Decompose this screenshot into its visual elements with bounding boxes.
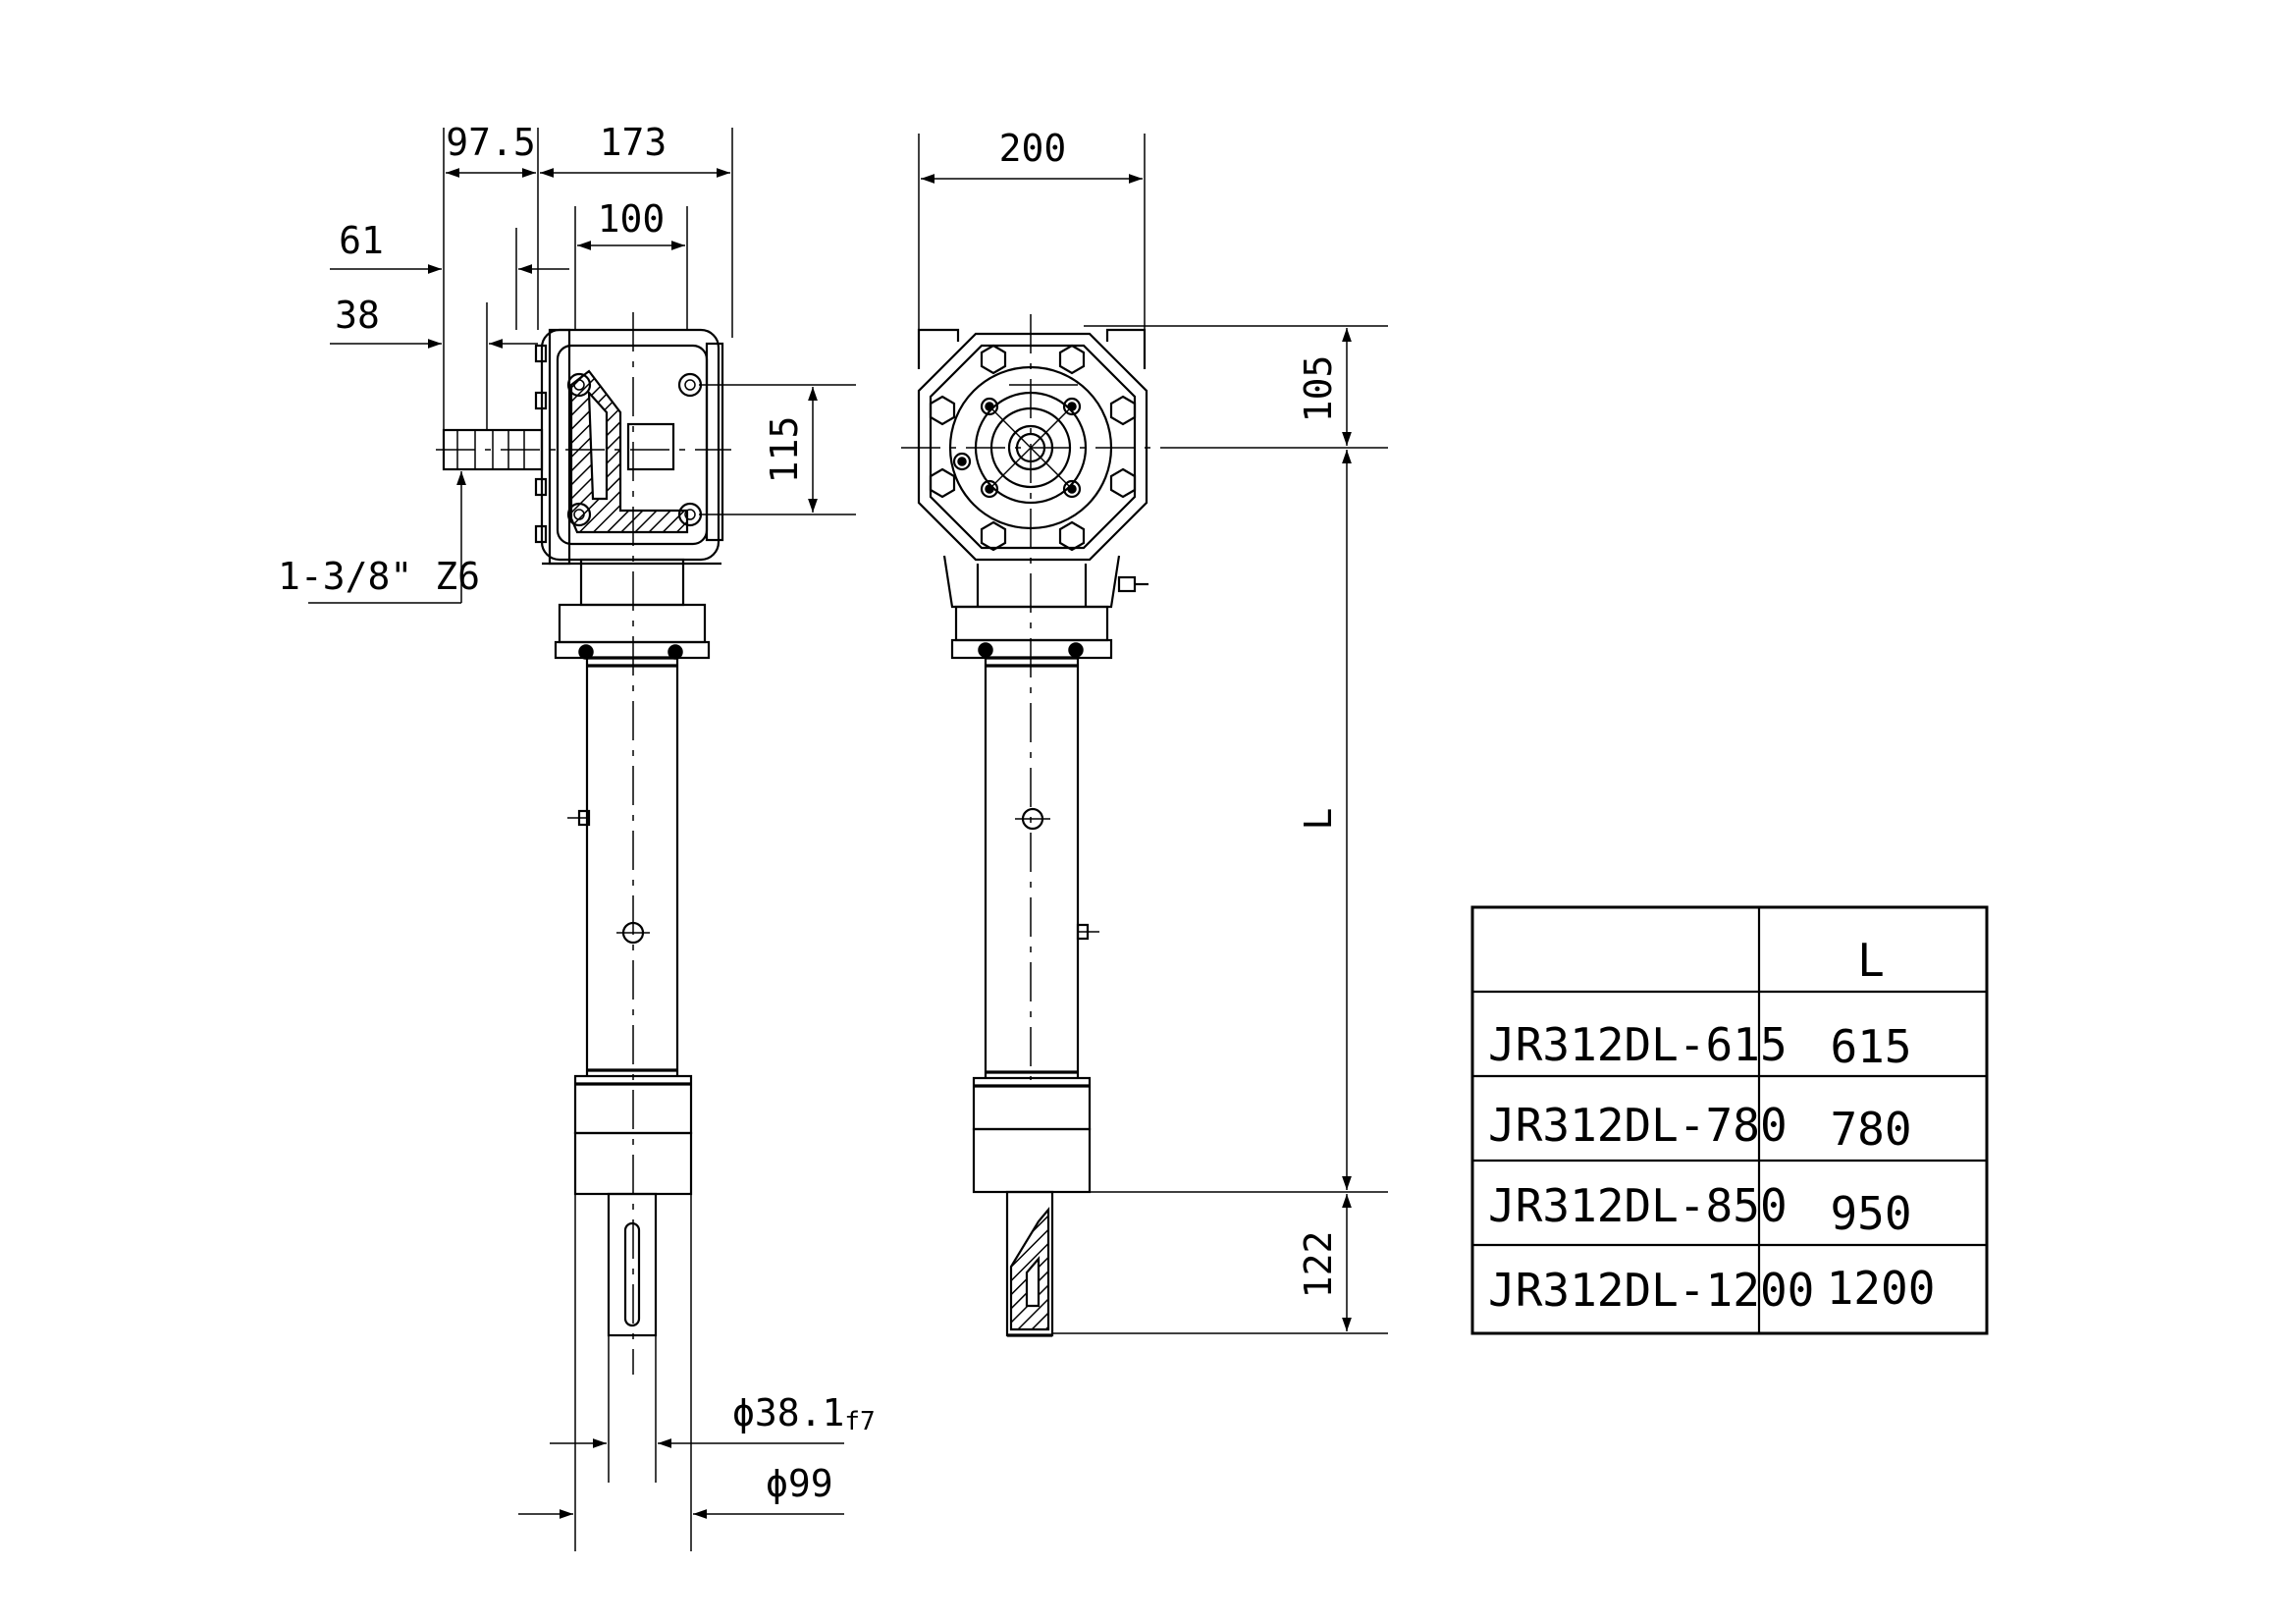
table-row-model: JR312DL-780	[1488, 1099, 1788, 1152]
table-row-value: 615	[1830, 1020, 1911, 1073]
dim-phi-38-1-tolerance: f7	[844, 1407, 875, 1436]
dim-173: 173	[600, 121, 667, 164]
table-header-L: L	[1857, 934, 1885, 987]
front-view	[901, 314, 1164, 1337]
dim-phi-38-1: ϕ38.1f7	[732, 1391, 876, 1436]
dim-L: L	[1297, 808, 1340, 831]
dim-100: 100	[598, 197, 666, 241]
dimension-labels: 97.5 173 100 61 38 115 1-3/8" Z6 200 105…	[278, 121, 1340, 1505]
dim-105: 105	[1297, 355, 1340, 423]
dim-61: 61	[339, 219, 384, 262]
dim-115: 115	[763, 416, 806, 484]
table-row-model: JR312DL-850	[1488, 1179, 1788, 1232]
table-row-model: JR312DL-1200	[1488, 1264, 1814, 1317]
table-row-value: 950	[1830, 1187, 1911, 1240]
front-view-dimensions	[918, 134, 1388, 1334]
dim-97-5: 97.5	[446, 121, 536, 164]
length-table: L JR312DL-615 615 JR312DL-780 780 JR312D…	[1470, 905, 1989, 1335]
table-row-value: 780	[1830, 1103, 1911, 1156]
side-view	[436, 312, 731, 1551]
dim-phi-99: ϕ99	[766, 1462, 833, 1505]
dim-shaft-spec: 1-3/8" Z6	[278, 555, 480, 598]
table-row-value: 1200	[1827, 1262, 1936, 1315]
dim-200: 200	[999, 127, 1067, 170]
dim-phi-38-1-value: ϕ38.1	[732, 1391, 844, 1434]
dim-38: 38	[335, 294, 380, 337]
side-view-dimensions	[308, 128, 856, 1519]
table-row-model: JR312DL-615	[1488, 1018, 1788, 1071]
dim-122: 122	[1297, 1231, 1340, 1299]
